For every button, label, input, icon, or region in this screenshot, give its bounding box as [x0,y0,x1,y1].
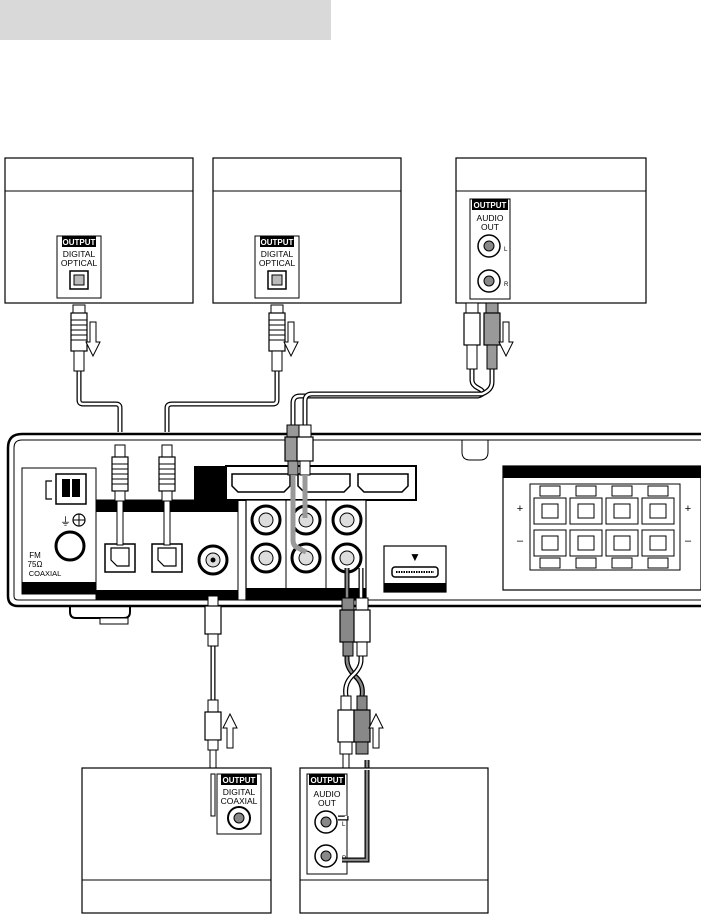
cable-optical-2 [164,370,280,445]
rca-plug-white-top [463,302,481,370]
fm-label-line2: 75Ω [28,560,43,569]
arrow-up-2 [368,712,384,749]
optical-plug-1 [70,304,88,372]
output-tag-label: OUTPUT [223,776,256,785]
optical-plug-rx-2 [158,444,176,546]
port-label-line2: OPTICAL [259,258,296,268]
left-mark: L [342,822,346,828]
cable-analog-top-rx [284,424,314,555]
arrow-down-1 [85,321,101,358]
output-tag [472,199,508,210]
header-bar [0,0,331,40]
hdmi-port-2 [297,473,351,493]
port-label-line1: DIGITAL [261,249,294,259]
rca-plug-red-rx [339,597,357,657]
cable-optical-1 [76,370,123,445]
output-tag [260,236,294,247]
eject-arrow-icon: ▼ [409,550,421,564]
plus-mark: + [685,503,691,515]
right-mark: R [504,282,509,288]
output-tag [221,774,257,785]
minus-mark: – [517,535,524,547]
card-slot-section: ▼ [383,545,447,593]
output-tag [62,236,96,247]
device-bottom-left: OUTPUT DIGITAL COAXIAL [81,767,272,914]
rca-plug-red-top [483,302,501,370]
fm-label-line3: COAXIAL [29,569,62,578]
hdmi-port-1 [231,473,291,493]
port-label-line2: COAXIAL [221,796,258,806]
hdmi-port-3 [357,473,409,493]
port-label-line1: DIGITAL [223,787,256,797]
rca-plug-red-device [353,695,371,755]
port-label-line1: AUDIO [314,789,341,799]
arrow-up-1 [222,712,238,749]
output-tag-label: OUTPUT [311,776,344,785]
output-tag-label: OUTPUT [63,238,96,247]
ground-mark: ⏚ [60,515,71,528]
arrow-down-3 [498,321,514,358]
device-bottom-right: OUTPUT AUDIO OUT L R [299,767,489,914]
left-mark: L [504,247,508,253]
port-label-line2: OUT [318,798,336,808]
port-label-line1: AUDIO [477,213,504,223]
output-tag-label: OUTPUT [261,238,294,247]
speaker-terminal-section: + – + – [502,465,701,591]
cable-analog-top [290,368,495,425]
minus-mark: – [685,535,692,547]
device-top-middle: OUTPUT DIGITAL OPTICAL [212,157,402,304]
fm-antenna-section: ⏚ FM 75Ω COAXIAL [21,467,97,595]
port-label-line2: OUT [481,222,499,232]
port-label-line2: OPTICAL [61,258,98,268]
fm-coax-jack [54,530,86,562]
optical-plug-rx-1 [111,444,129,546]
device-top-right: OUTPUT AUDIO OUT L R [455,157,647,304]
coax-plug-rx [204,595,222,647]
port-label-line1: DIGITAL [63,249,96,259]
output-tag [309,774,345,785]
plus-mark: + [517,503,523,515]
rca-plug-white-rx [353,597,371,657]
am-antenna-terminal [55,473,87,505]
arrow-down-2 [283,321,299,358]
output-tag-label: OUTPUT [474,201,507,210]
fm-label-line1: FM [29,551,41,560]
cable-analog-bottom-overlay [338,770,370,863]
optical-plug-2 [268,304,286,372]
device-top-left: OUTPUT DIGITAL OPTICAL [4,157,194,304]
